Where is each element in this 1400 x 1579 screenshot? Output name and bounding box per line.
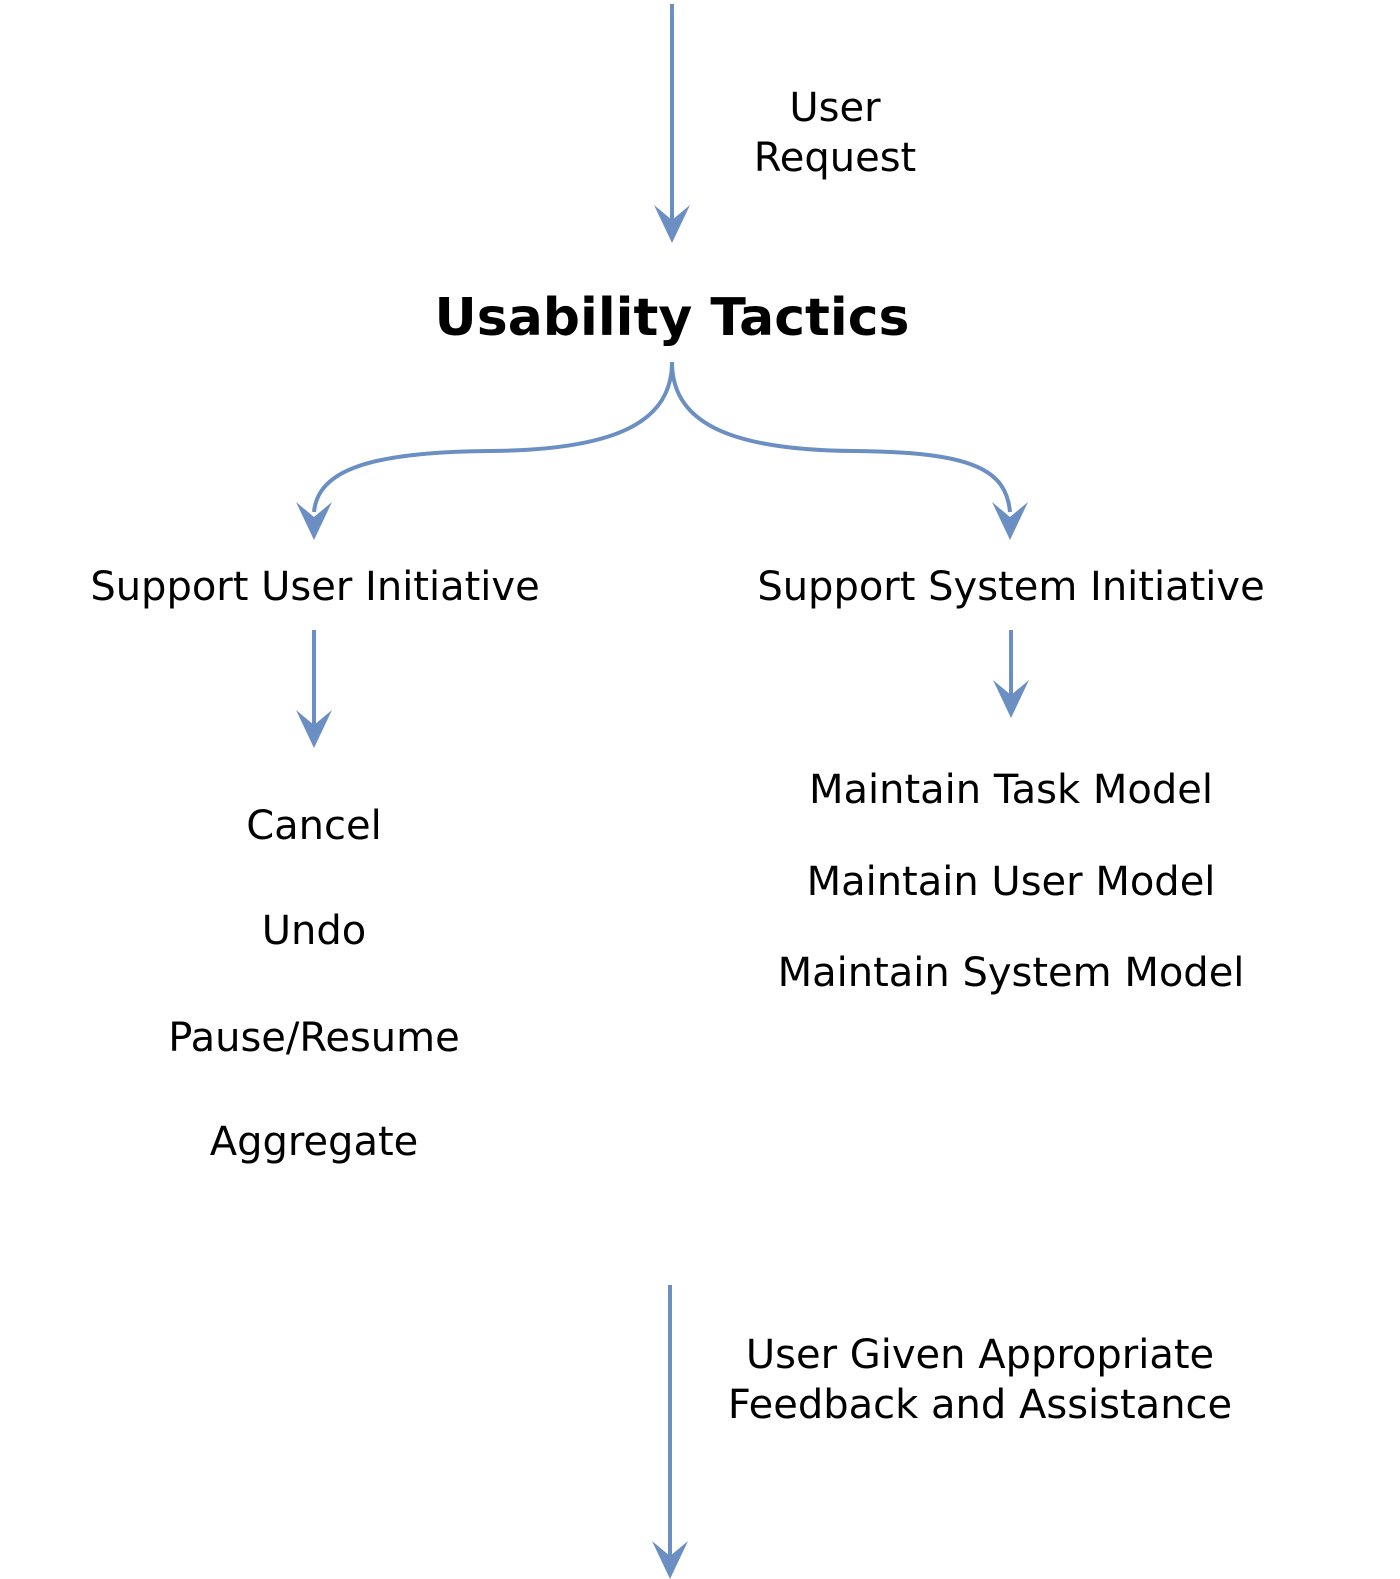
support-system-initiative-label: Support System Initiative — [757, 564, 1265, 610]
support-user-initiative-label: Support User Initiative — [90, 564, 540, 610]
user-initiative-arrowhead — [296, 710, 332, 748]
output-arrowhead — [652, 1541, 688, 1579]
system-initiative-arrowhead — [993, 680, 1029, 718]
tactic-maintain-task-model: Maintain Task Model — [808, 767, 1213, 813]
right-branch-curve — [670, 361, 1012, 513]
tactic-maintain-system-model: Maintain System Model — [777, 950, 1245, 996]
input-arrowhead — [654, 205, 690, 243]
tactic-aggregate: Aggregate — [209, 1119, 419, 1165]
tactic-maintain-user-model: Maintain User Model — [806, 859, 1216, 905]
right-branch-arrowhead — [992, 502, 1028, 540]
tactic-cancel: Cancel — [246, 803, 382, 849]
tactic-undo: Undo — [261, 908, 367, 954]
feedback-output-label: User Given Appropriate Feedback and Assi… — [727, 1332, 1233, 1428]
left-branch-curve — [312, 361, 674, 513]
diagram-title: Usability Tactics — [434, 288, 910, 348]
user-request-label: User Request — [753, 85, 917, 181]
tactic-pause-resume: Pause/Resume — [168, 1015, 460, 1061]
left-branch-arrowhead — [296, 502, 332, 540]
